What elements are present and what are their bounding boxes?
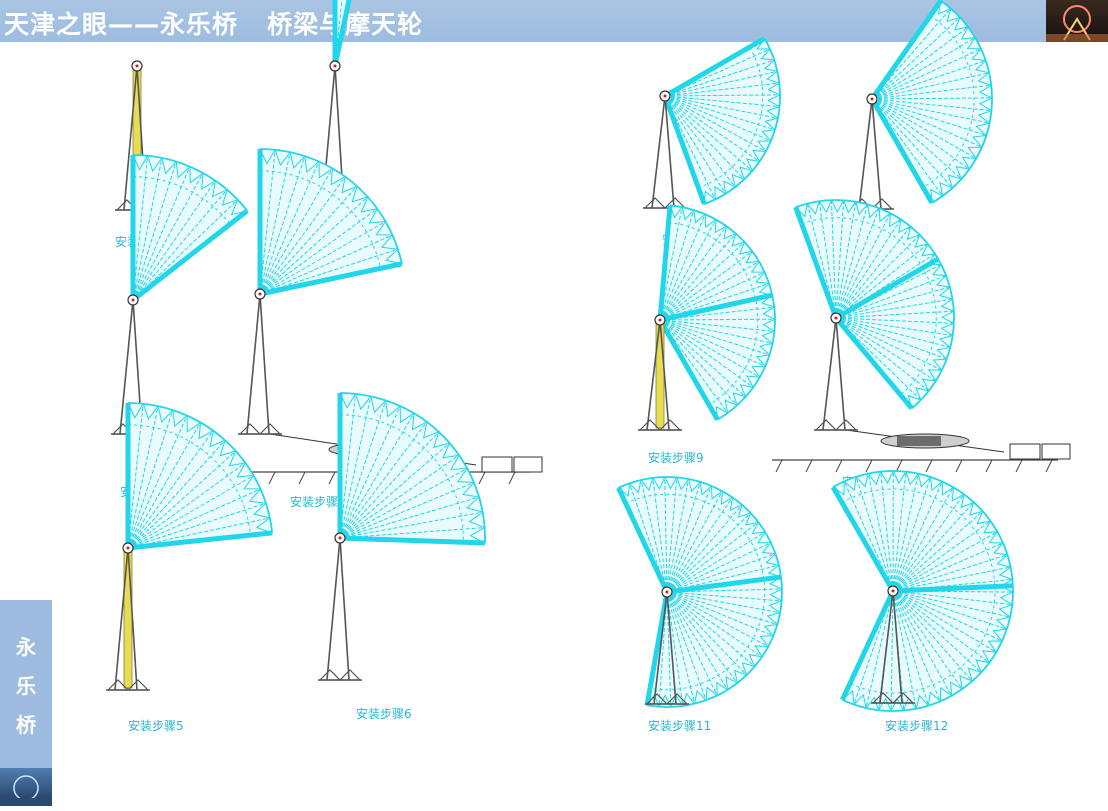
installation-stage-6: 安装步骤6 [318,393,485,721]
installation-stage-9: 安装步骤9 [638,205,775,465]
stage-caption: 安装步骤11 [648,718,711,733]
installation-stage-5: 安装步骤5 [106,403,272,733]
stage-caption: 安装步骤6 [356,706,412,721]
stage-caption: 安装步骤9 [648,450,704,465]
installation-stage-7: 安装步骤7 [643,39,780,248]
installation-stage-10: 安装步骤10 [772,200,1070,489]
stage-caption: 安装步骤5 [128,718,184,733]
installation-stage-11: 安装步骤11 [618,477,782,733]
stage-caption: 安装步骤4 [290,494,346,509]
installation-stage-12: 安装步骤12 [833,471,1013,733]
stage-caption: 安装步骤12 [885,718,948,733]
